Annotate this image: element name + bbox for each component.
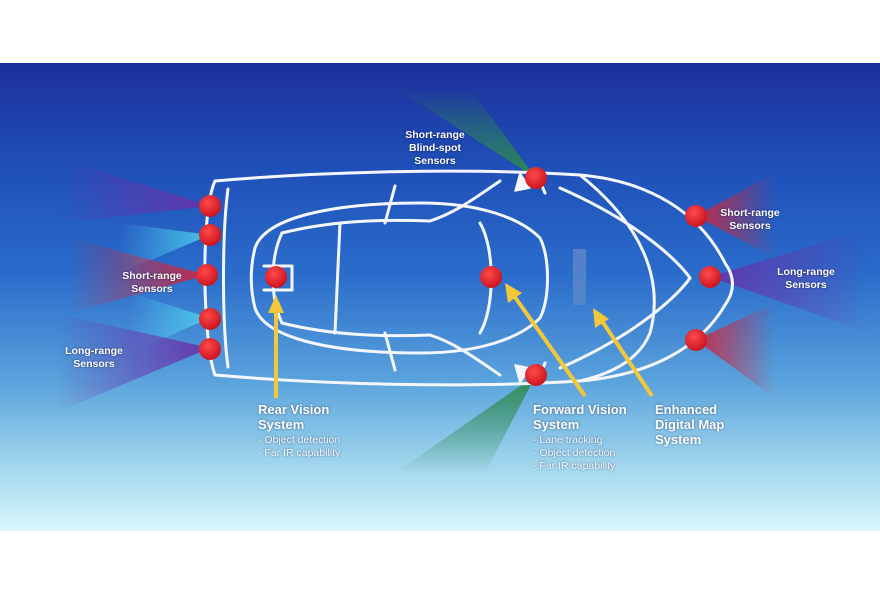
label-front-long-range: Long-range Sensors <box>777 266 835 291</box>
rear-beam-top-purple <box>60 158 210 223</box>
digital-map-unit <box>573 249 586 305</box>
rear-beam-purple-bottom <box>55 313 210 413</box>
car-sensor-diagram <box>55 88 870 473</box>
digital-map-system: Enhanced Digital Map System <box>655 402 765 447</box>
diagram-panel: Short-range Blind-spot Sensors Short-ran… <box>0 63 880 531</box>
car-outline <box>203 169 734 387</box>
forward-vision-system: Forward Vision System - Lane tracking - … <box>533 402 653 473</box>
sensor-dot-front-top <box>685 205 707 227</box>
feature-item: - Lane tracking <box>533 434 603 446</box>
sensor-dot-front-middle <box>699 266 721 288</box>
sensor-dot-front-bottom <box>685 329 707 351</box>
label-rear-short-range: Short-range Sensors <box>122 270 182 295</box>
sensor-dot-rear-5 <box>199 338 221 360</box>
front-beam-red-bottom <box>696 303 775 398</box>
rear-beam-red-upper <box>70 238 207 313</box>
label-blindspot-sensors: Short-range Blind-spot Sensors <box>405 129 465 167</box>
sensor-dot-rear-4 <box>199 308 221 330</box>
front-beam-red-top <box>696 173 775 258</box>
rear-vision-arrowhead <box>268 295 284 313</box>
feature-item: - Far IR capability <box>258 447 341 459</box>
front-beam-purple <box>710 228 870 333</box>
sensor-dot-rear-vision <box>265 266 287 288</box>
rear-vision-title: Rear Vision System <box>258 402 330 432</box>
system-arrows <box>268 283 654 398</box>
rear-vision-system: Rear Vision System - Object detection - … <box>258 402 388 460</box>
forward-vision-arrowhead <box>505 283 522 303</box>
sensor-dot-rear-2 <box>199 224 221 246</box>
sensor-dot-blindspot-top <box>525 167 547 189</box>
feature-item: - Object detection <box>258 434 341 446</box>
digital-map-arrow <box>598 316 654 398</box>
label-rear-long-range: Long-range Sensors <box>65 345 123 370</box>
sensor-dot-rear-1 <box>199 195 221 217</box>
digital-map-title: Enhanced Digital Map System <box>655 402 725 447</box>
blindspot-beam-top <box>395 88 536 178</box>
feature-item: - Object detection <box>533 447 616 459</box>
label-front-short-range: Short-range Sensors <box>720 207 780 232</box>
sensor-dot-blindspot-bottom <box>525 364 547 386</box>
forward-vision-title: Forward Vision System <box>533 402 627 432</box>
sensor-dots <box>196 167 721 386</box>
blindspot-beam-bottom <box>395 375 536 473</box>
sensor-dot-forward-vision <box>480 266 502 288</box>
forward-vision-arrow <box>510 291 587 398</box>
sensor-dot-rear-3 <box>196 264 218 286</box>
forward-vision-features: - Lane tracking - Object detection - Far… <box>533 434 653 473</box>
feature-item: - Far IR capability <box>533 460 616 472</box>
rear-vision-features: - Object detection - Far IR capability <box>258 434 388 460</box>
digital-map-arrowhead <box>593 308 609 328</box>
